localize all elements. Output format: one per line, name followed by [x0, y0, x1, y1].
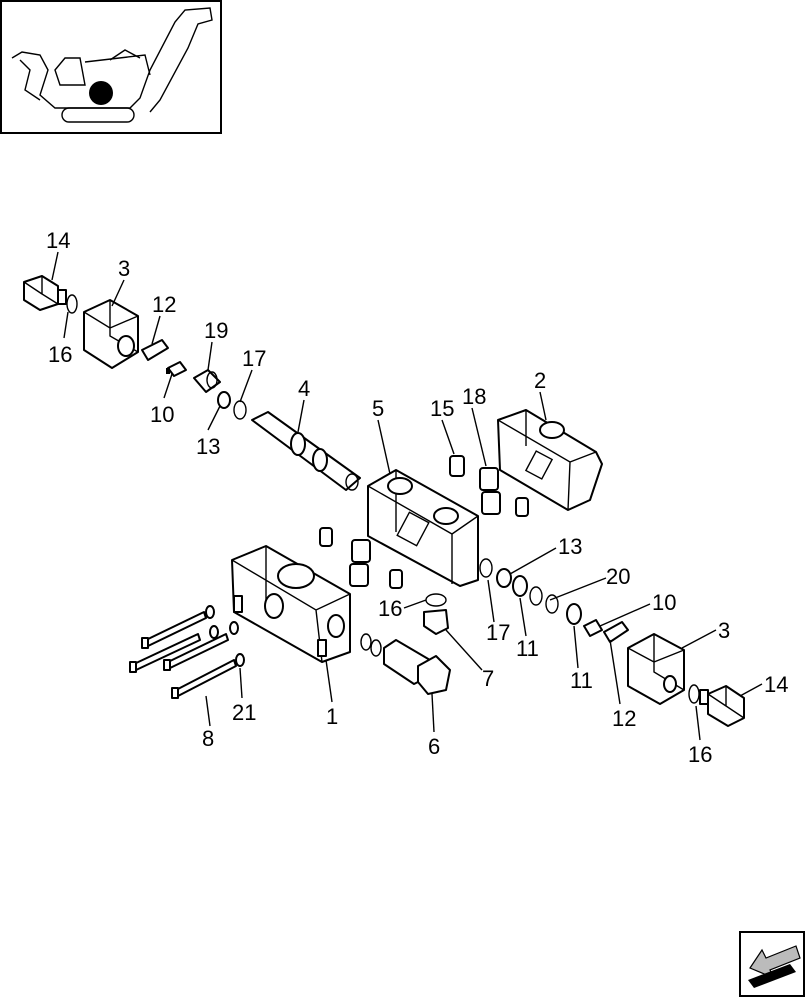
- callout-12-upper: 12: [152, 292, 176, 317]
- callout-15: 15: [430, 396, 454, 421]
- callout-17-right: 17: [486, 620, 510, 645]
- callout-7: 7: [482, 666, 494, 691]
- harvester-sketch: [11, 7, 213, 123]
- callout-14-right: 14: [764, 672, 788, 697]
- callout-19: 19: [204, 318, 228, 343]
- part-10-upper-plug: [166, 361, 187, 377]
- washer-11-b: [566, 603, 582, 625]
- callout-5: 5: [372, 396, 384, 421]
- callout-21: 21: [232, 700, 256, 725]
- o-ring-17-right: [479, 558, 493, 578]
- part-1-inlet-section: [231, 545, 351, 663]
- seal-left-d: [389, 569, 403, 589]
- seal-15: [449, 455, 465, 477]
- callout-3-right: 3: [718, 618, 730, 643]
- callout-14-upper: 14: [46, 228, 70, 253]
- callout-16-right: 16: [688, 742, 712, 767]
- callout-2: 2: [534, 368, 546, 393]
- washer-13-upper: [217, 391, 231, 409]
- callout-17-upper: 17: [242, 346, 266, 371]
- next-page-arrow-icon[interactable]: [739, 931, 805, 997]
- o-ring-20-a: [529, 586, 543, 606]
- callout-10-upper: 10: [150, 402, 174, 427]
- part-4-spool: [251, 411, 361, 491]
- part-6-relief-valve: [360, 633, 451, 695]
- callout-18: 18: [462, 384, 486, 409]
- washer-13-right: [496, 568, 512, 588]
- callout-1: 1: [326, 704, 338, 729]
- callout-10-right: 10: [652, 590, 676, 615]
- callout-12-right: 12: [612, 706, 636, 731]
- callouts: 14 3 12 19 17 4 5 15 18 2 16 10 13 13 20…: [46, 228, 788, 767]
- part-7-check-plug: [423, 593, 449, 635]
- part-14-upper: [23, 275, 67, 311]
- o-ring-20-b: [545, 594, 559, 614]
- washer-11-a: [512, 575, 528, 597]
- callout-11-a: 11: [516, 636, 539, 661]
- part-14-right: [699, 685, 745, 727]
- part-12-upper-spring: [141, 339, 169, 361]
- callout-16-middle: 16: [378, 596, 402, 621]
- machine-locator-thumbnail: [0, 0, 222, 134]
- callout-20: 20: [606, 564, 630, 589]
- part-3-right-cover: [627, 633, 685, 705]
- part-10-right-plug: [583, 619, 603, 637]
- part-8-bolts: [129, 611, 237, 699]
- seal-left-a: [319, 527, 333, 547]
- part-3-upper-cover: [83, 299, 139, 369]
- o-ring-16-right: [688, 684, 700, 704]
- seal-left-c: [349, 563, 369, 587]
- callout-8: 8: [202, 726, 214, 751]
- part-5-section-body: [367, 469, 479, 587]
- part-21-washers: [205, 605, 245, 667]
- callout-6: 6: [428, 734, 440, 759]
- seal-small-a: [515, 497, 529, 517]
- callout-3-upper: 3: [118, 256, 130, 281]
- locator-marker: [89, 81, 113, 105]
- part-19-sleeve: [193, 369, 221, 393]
- callout-16-upper: 16: [48, 342, 72, 367]
- seal-18-b: [481, 491, 501, 515]
- callout-11-b: 11: [570, 668, 593, 693]
- callout-13-right: 13: [558, 534, 582, 559]
- o-ring-16-upper: [66, 294, 78, 314]
- o-ring-17-upper: [233, 400, 247, 420]
- seal-left-b: [351, 539, 371, 563]
- leader-lines: [51, 251, 763, 741]
- part-12-right-spring: [603, 621, 629, 643]
- part-2-end-plate: [497, 409, 603, 511]
- callout-4: 4: [298, 376, 310, 401]
- callout-13-upper: 13: [196, 434, 220, 459]
- seal-18-a: [479, 467, 499, 491]
